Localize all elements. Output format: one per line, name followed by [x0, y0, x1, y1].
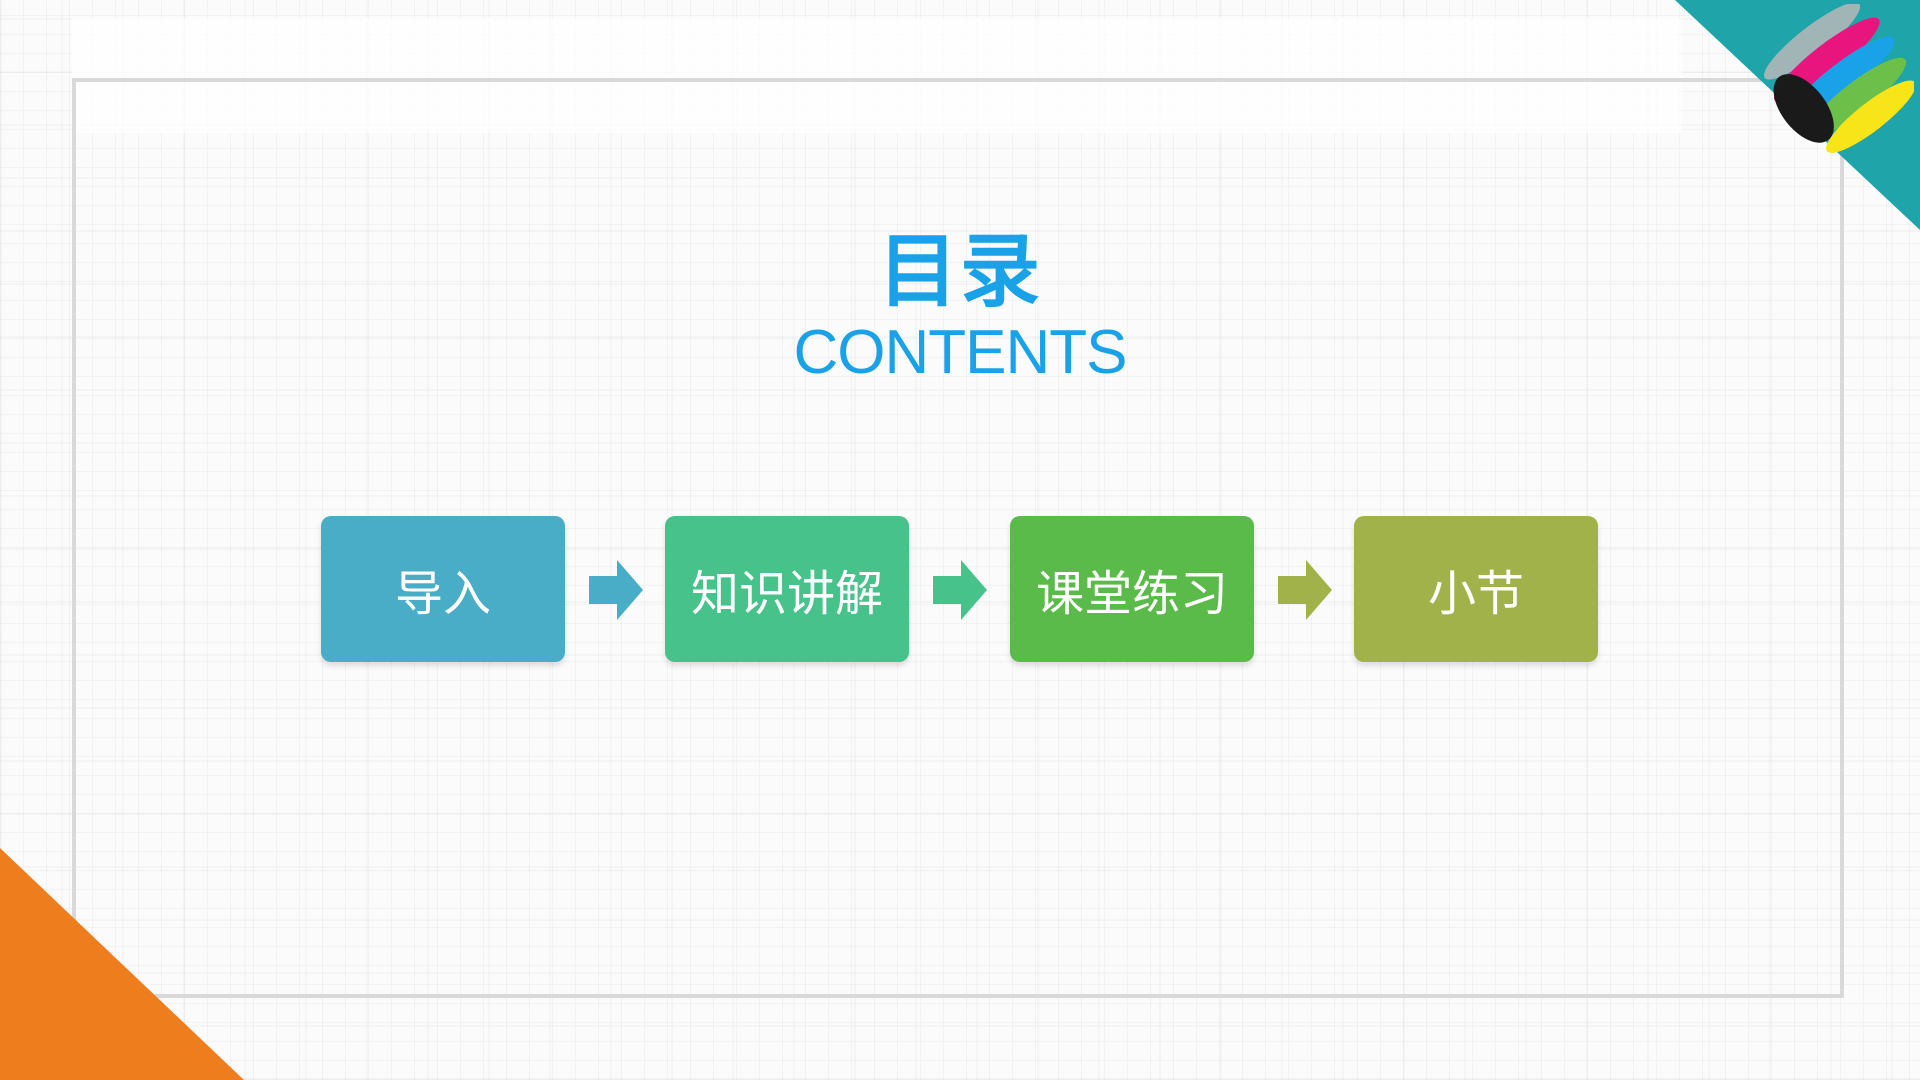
step-intro[interactable]: 导入 — [321, 516, 565, 662]
corner-decoration-bottom-left — [0, 848, 244, 1080]
step-class-practice[interactable]: 课堂练习 — [1010, 516, 1254, 662]
arrow-right-icon — [1278, 560, 1332, 620]
process-flow: 导入 知识讲解 课堂练习 小节 — [321, 516, 1601, 662]
slide-title: 目录 — [878, 225, 1042, 318]
arrow-right-icon — [933, 560, 987, 620]
header-band — [72, 18, 1682, 133]
step-label: 导入 — [394, 566, 491, 622]
slide-frame — [72, 78, 1844, 998]
step-label: 知识讲解 — [690, 566, 883, 622]
arrow-right-icon — [589, 560, 643, 620]
step-label: 小节 — [1427, 566, 1524, 622]
step-knowledge-explanation[interactable]: 知识讲解 — [665, 516, 909, 662]
petal-logo-icon — [1763, 4, 1914, 153]
step-summary[interactable]: 小节 — [1354, 516, 1598, 662]
step-label: 课堂练习 — [1035, 566, 1228, 622]
slide-subtitle: CONTENTS — [793, 318, 1128, 387]
